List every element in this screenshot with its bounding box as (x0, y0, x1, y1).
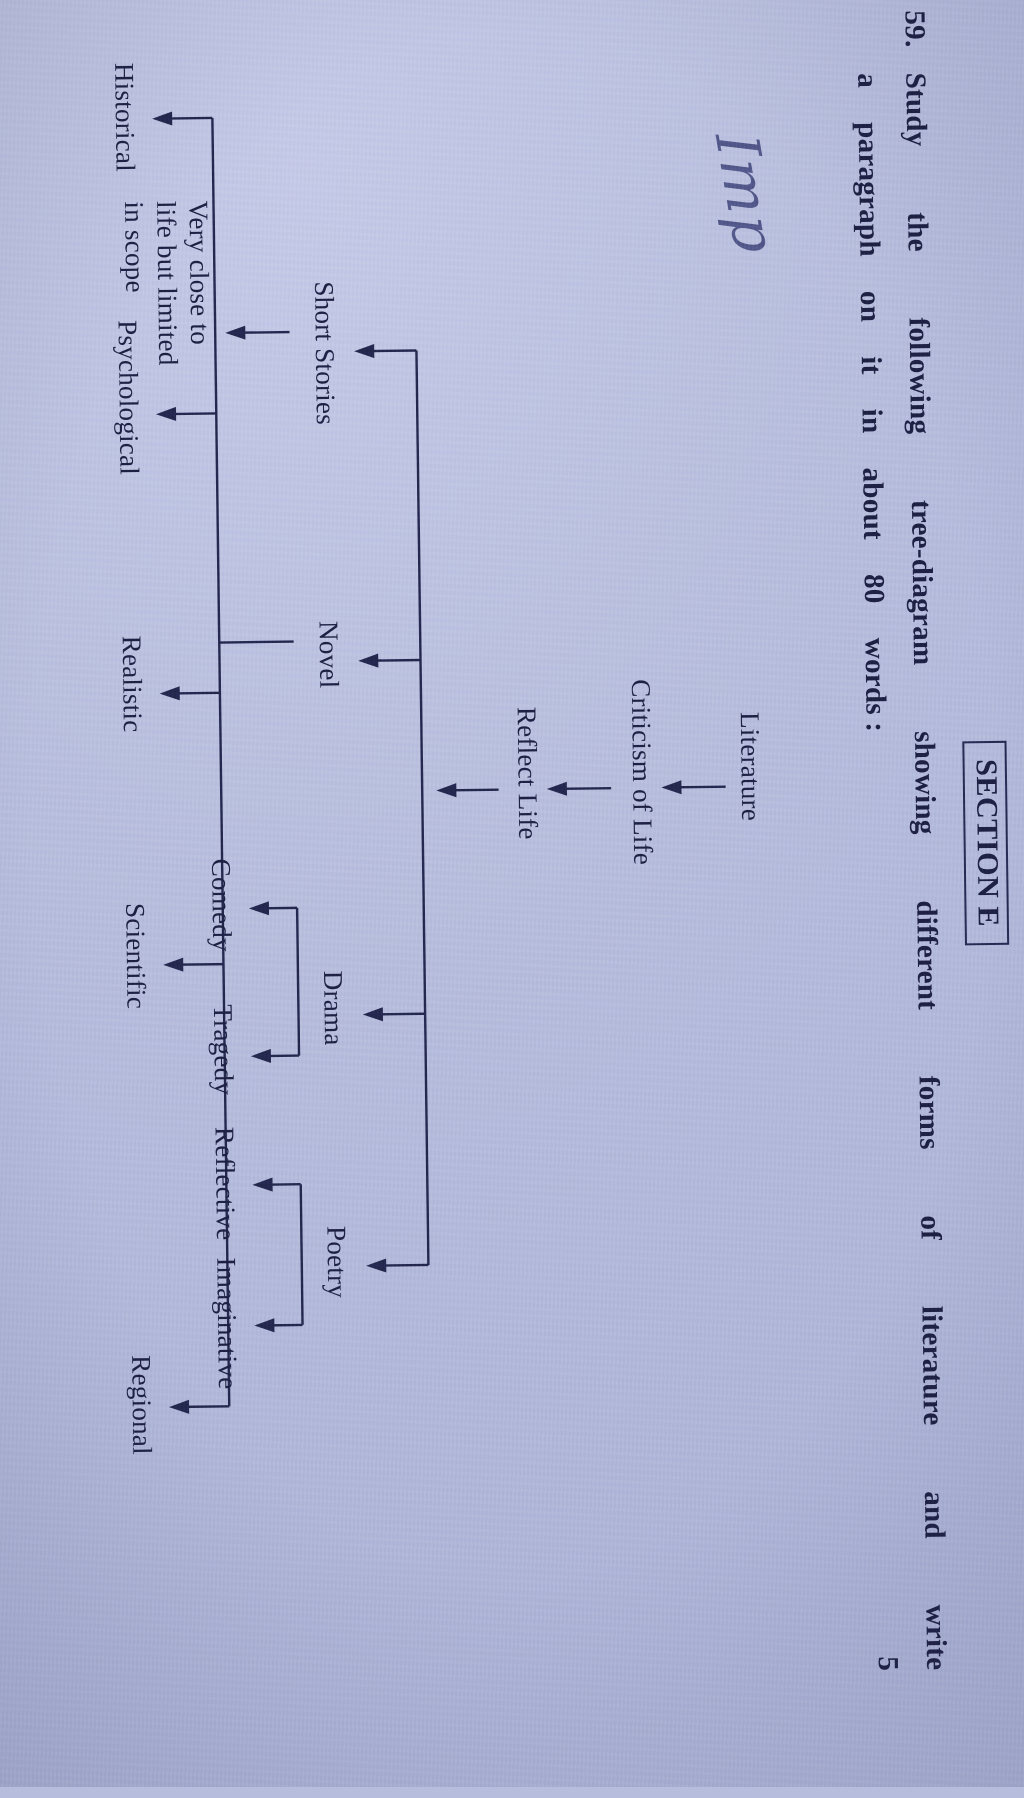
tree-node-scope-note: Very close to life but limited in scope (117, 200, 216, 442)
scope-note-line-2: life but limited (149, 201, 184, 443)
tree-node-criticism-of-life: Criticism of Life (624, 679, 658, 865)
scope-note-line-1: Very close to (181, 200, 216, 442)
tree-node-realistic: Realistic (115, 635, 148, 732)
tree-node-short-stories: Short Stories (307, 281, 341, 425)
tree-node-reflective: Reflective (208, 1127, 242, 1241)
tree-node-literature: Literature (733, 712, 766, 821)
tree-node-comedy: Comedy (204, 858, 237, 952)
tree-node-imaginative: Imaginative (209, 1257, 243, 1389)
tree-node-drama: Drama (316, 971, 349, 1046)
scope-note-line-3: in scope (117, 201, 152, 443)
tree-node-reflect-life: Reflect Life (510, 707, 544, 840)
tree-node-historical: Historical (107, 63, 140, 172)
tree-node-scientific: Scientific (118, 903, 151, 1009)
tree-node-poetry: Poetry (319, 1226, 352, 1298)
tree-node-regional: Regional (124, 1355, 157, 1455)
tree-node-novel: Novel (312, 621, 345, 689)
tree-node-tragedy: Tragedy (206, 1004, 239, 1095)
